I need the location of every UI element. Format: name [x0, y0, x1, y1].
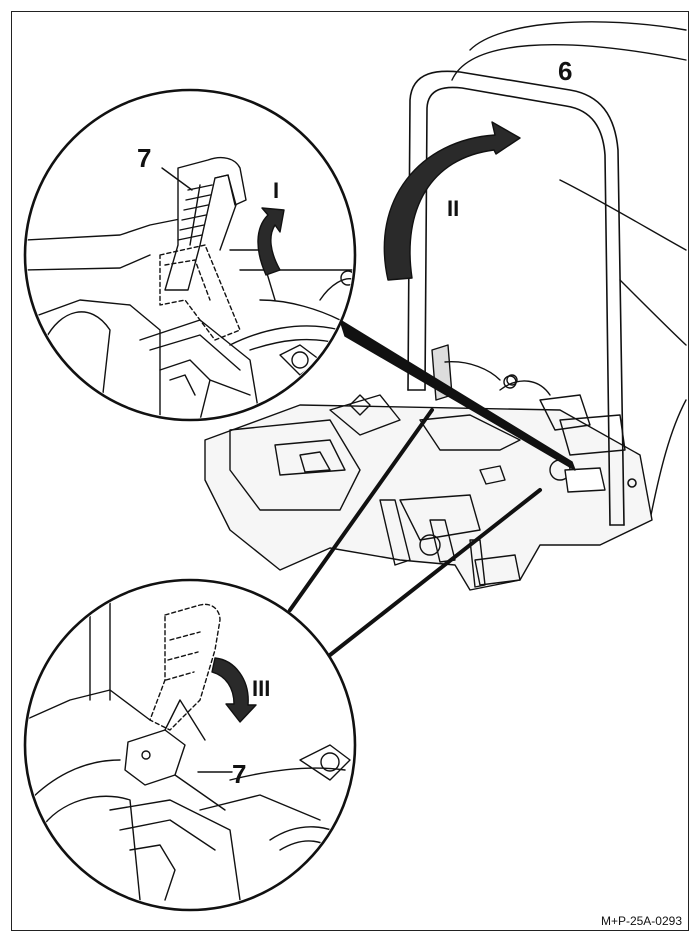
callout-connector-top	[339, 319, 576, 471]
step-label-II: II	[447, 196, 460, 221]
child-seat-base	[204, 375, 653, 591]
arrow-II	[383, 121, 521, 281]
step-label-I: I	[273, 178, 280, 203]
part-label-6: 6	[558, 56, 573, 86]
step-label-III: III	[252, 676, 271, 701]
support-leg-6	[407, 70, 637, 526]
detail-circle-bottom	[23, 578, 357, 912]
reference-code: M+P-25A-0293	[600, 914, 682, 928]
vehicle-seat-outline	[451, 21, 687, 521]
part-label-7-bottom: 7	[232, 759, 247, 789]
detail-circle-top	[23, 88, 357, 422]
part-label-7-top: 7	[137, 143, 152, 173]
callout-connector-bottom	[288, 408, 542, 657]
